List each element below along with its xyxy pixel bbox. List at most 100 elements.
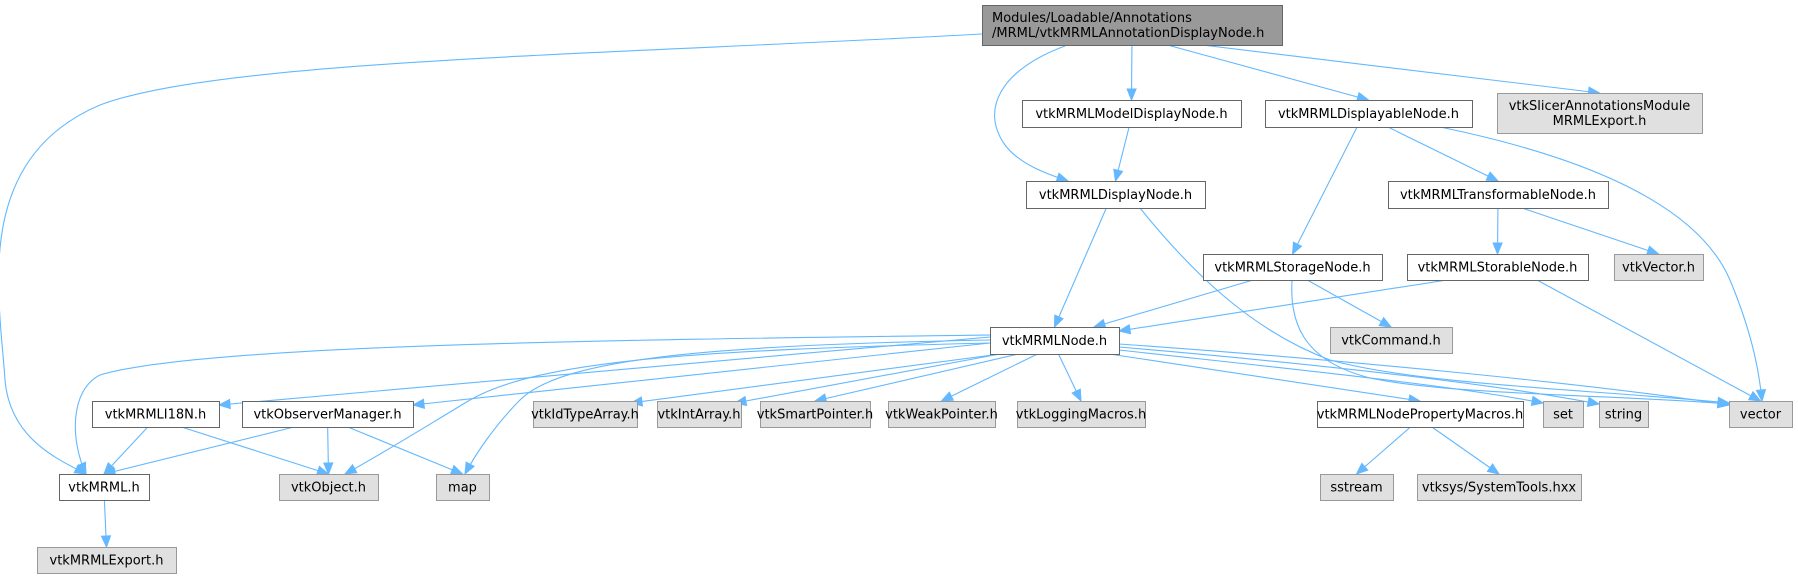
node-box — [1614, 254, 1704, 281]
node-label: vtkCommand.h — [1341, 334, 1441, 349]
node-box[interactable] — [1022, 100, 1242, 128]
edge-mrmlnode-to-weakpointer — [941, 353, 1038, 402]
node-string: string — [1599, 401, 1649, 428]
node-label: vtkLoggingMacros.h — [1016, 408, 1146, 423]
node-display[interactable]: vtkMRMLDisplayNode.h — [1026, 181, 1206, 209]
node-intarray: vtkIntArray.h — [657, 401, 742, 428]
edge-storage-to-vtkcommand — [1307, 279, 1392, 328]
edge-observer-to-vtkobject-arrowhead-icon — [323, 462, 334, 476]
edge-vtkmrml-to-mrmlexport-arrowhead-icon — [100, 535, 112, 549]
node-box[interactable] — [1265, 100, 1473, 128]
node-label: vtkMRMLStorageNode.h — [1214, 261, 1370, 276]
node-box[interactable] — [1203, 254, 1383, 281]
node-box — [279, 474, 379, 501]
node-vtkcommand: vtkCommand.h — [1330, 327, 1453, 354]
node-label: vtkIntArray.h — [657, 408, 740, 423]
node-logging: vtkLoggingMacros.h — [1016, 401, 1146, 428]
node-label: vtkMRMLExport.h — [50, 554, 164, 569]
edge-mrmlnode-to-logging-arrowhead-icon — [1071, 388, 1082, 403]
edge-mrmlnode-to-string-arrowhead-icon — [1586, 396, 1601, 407]
node-box[interactable] — [1026, 181, 1206, 209]
node-weakpointer: vtkWeakPointer.h — [885, 401, 998, 428]
node-propmacros[interactable]: vtkMRMLNodePropertyMacros.h — [1317, 401, 1524, 428]
node-box[interactable] — [1317, 401, 1524, 428]
node-label: vtkSlicerAnnotationsModule — [1509, 99, 1691, 114]
node-label: vtkMRMLNodePropertyMacros.h — [1317, 408, 1523, 423]
node-box — [888, 401, 996, 428]
edge-propmacros-to-systemtools — [1431, 426, 1500, 475]
edge-observer-to-map — [347, 426, 463, 475]
node-label: MRMLExport.h — [1553, 114, 1647, 129]
node-box[interactable] — [92, 401, 220, 428]
node-i18n[interactable]: vtkMRMLI18N.h — [92, 401, 220, 428]
node-box[interactable] — [242, 401, 414, 428]
node-box[interactable] — [990, 327, 1120, 355]
node-label: vtkMRML.h — [68, 481, 139, 496]
node-box[interactable] — [982, 5, 1283, 46]
node-label: vtkSmartPointer.h — [757, 408, 873, 423]
edge-mrmlnode-to-vector — [1118, 343, 1730, 406]
node-label: sstream — [1330, 481, 1382, 496]
node-box — [657, 401, 742, 428]
edge-root-to-vtkmrml — [0, 33, 983, 475]
edge-displayable-to-storage — [1292, 126, 1358, 255]
node-box — [1497, 93, 1703, 134]
node-label: vtkMRMLModelDisplayNode.h — [1035, 107, 1227, 122]
node-box — [533, 401, 638, 428]
node-vector: vector — [1729, 401, 1793, 428]
node-label: vector — [1740, 408, 1782, 423]
node-label: vtkObserverManager.h — [253, 408, 401, 423]
edge-storage-to-vector — [1291, 279, 1730, 405]
node-mrmlexport: vtkMRMLExport.h — [37, 547, 177, 574]
edge-mrmlnode-to-i18n — [218, 336, 991, 406]
edge-mrmlnode-to-intarray — [734, 353, 1001, 404]
node-label: set — [1553, 408, 1573, 423]
node-root[interactable]: Modules/Loadable/Annotations/MRML/vtkMRM… — [982, 5, 1283, 46]
node-transformable[interactable]: vtkMRMLTransformableNode.h — [1388, 181, 1609, 209]
edge-observer-to-map-arrowhead-icon — [449, 464, 464, 475]
node-sstream: sstream — [1320, 474, 1394, 501]
edge-observer-to-vtkmrml — [103, 426, 295, 475]
node-label: Modules/Loadable/Annotations — [992, 11, 1192, 26]
node-label: vtkMRMLI18N.h — [105, 408, 207, 423]
node-displayable[interactable]: vtkMRMLDisplayableNode.h — [1265, 100, 1473, 128]
edge-display-to-vector — [1139, 207, 1730, 404]
node-box[interactable] — [1407, 254, 1589, 281]
node-smartpointer: vtkSmartPointer.h — [757, 401, 873, 428]
node-label: /MRML/vtkMRMLAnnotationDisplayNode.h — [992, 26, 1264, 41]
node-box[interactable] — [59, 474, 150, 501]
edge-propmacros-to-sstream-arrowhead-icon — [1355, 462, 1369, 475]
edge-storable-to-vector — [1536, 279, 1761, 402]
node-label: vtkMRMLDisplayableNode.h — [1278, 107, 1459, 122]
node-label: map — [448, 481, 477, 496]
node-mrmlnode[interactable]: vtkMRMLNode.h — [990, 327, 1120, 355]
node-systemtools: vtksys/SystemTools.hxx — [1417, 474, 1582, 501]
node-box — [1320, 474, 1394, 501]
edge-mrmlnode-to-map — [464, 339, 991, 475]
node-observer[interactable]: vtkObserverManager.h — [242, 401, 414, 428]
edge-displayable-to-transformable-arrowhead-icon — [1485, 171, 1500, 182]
edge-modeldisplay-to-display-arrowhead-icon — [1113, 168, 1124, 183]
edge-root-to-modeldisplay-arrowhead-icon — [1126, 88, 1137, 102]
edge-display-to-mrmlnode — [1053, 207, 1107, 328]
edge-propmacros-to-systemtools-arrowhead-icon — [1486, 463, 1501, 475]
node-storage[interactable]: vtkMRMLStorageNode.h — [1203, 254, 1383, 281]
edge-root-to-display — [994, 45, 1069, 182]
node-vtkmrml[interactable]: vtkMRML.h — [59, 474, 150, 501]
node-vtkobject: vtkObject.h — [279, 474, 379, 501]
edge-mrmlnode-to-vector-arrowhead-icon — [1716, 398, 1731, 409]
edge-mrmlnode-to-observer — [412, 342, 991, 406]
node-box — [1729, 401, 1793, 428]
edge-displayable-to-vector-arrowhead-icon — [1755, 389, 1767, 403]
node-box — [1599, 401, 1649, 428]
node-label: vtkIdTypeArray.h — [531, 408, 639, 423]
node-box[interactable] — [1388, 181, 1609, 209]
node-label: vtkVector.h — [1622, 261, 1695, 276]
node-map: map — [436, 474, 490, 501]
edge-mrmlnode-to-set — [1118, 349, 1544, 404]
node-set: set — [1543, 401, 1584, 428]
node-storable[interactable]: vtkMRMLStorableNode.h — [1407, 254, 1589, 281]
node-modeldisplay[interactable]: vtkMRMLModelDisplayNode.h — [1022, 100, 1242, 128]
node-vtkvector: vtkVector.h — [1614, 254, 1704, 281]
node-label: vtkObject.h — [291, 481, 366, 496]
